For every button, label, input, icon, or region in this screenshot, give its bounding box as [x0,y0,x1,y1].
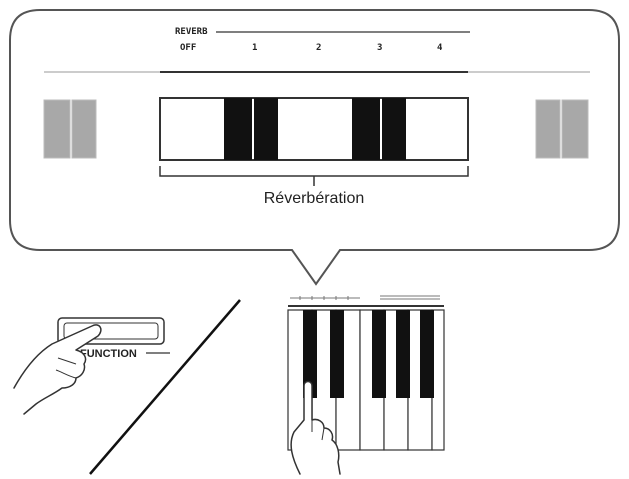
black-key-1 [224,98,252,160]
function-button-group: FUNCTION [13,317,170,415]
faded-black-key-left-1 [43,99,71,159]
reverb-setting-off: OFF [180,43,196,53]
function-button-label: FUNCTION [80,348,137,360]
small-black-key-4[interactable] [396,310,410,398]
black-key-2 [254,98,278,160]
reverb-setting-4: 4 [437,43,443,53]
keyboard-highlight-box [159,97,469,161]
caption-label: Réverbération [264,190,365,207]
small-keyboard-markings [290,295,440,300]
small-black-key-3[interactable] [372,310,386,398]
small-black-key-5[interactable] [420,310,434,398]
faded-black-key-left-2 [71,99,97,159]
hand-pointing-crease [311,420,325,441]
reverb-setting-1: 1 [252,43,257,53]
faded-black-key-right-1 [535,99,561,159]
function-button-inner [63,322,159,340]
small-keyboard [287,295,445,475]
reverb-selector: REVERB OFF 1 2 3 4 [175,27,470,53]
hand-pointing-icon [290,380,341,475]
black-key-4 [382,98,406,160]
black-key-3 [352,98,380,160]
reverb-setting-3: 3 [377,43,382,53]
caption-bracket: Réverbération [159,166,469,207]
zoomed-keyboard [43,71,590,161]
small-black-key-1[interactable] [303,310,317,398]
small-black-key-2[interactable] [330,310,344,398]
faded-black-key-right-2 [561,99,589,159]
diagonal-separator [89,299,241,475]
hand-finger-crease [55,357,77,379]
hand-pressing-icon [13,324,102,415]
reverb-setting-2: 2 [316,43,321,53]
reverb-header: REVERB [175,27,208,37]
bracket-line [159,166,469,186]
